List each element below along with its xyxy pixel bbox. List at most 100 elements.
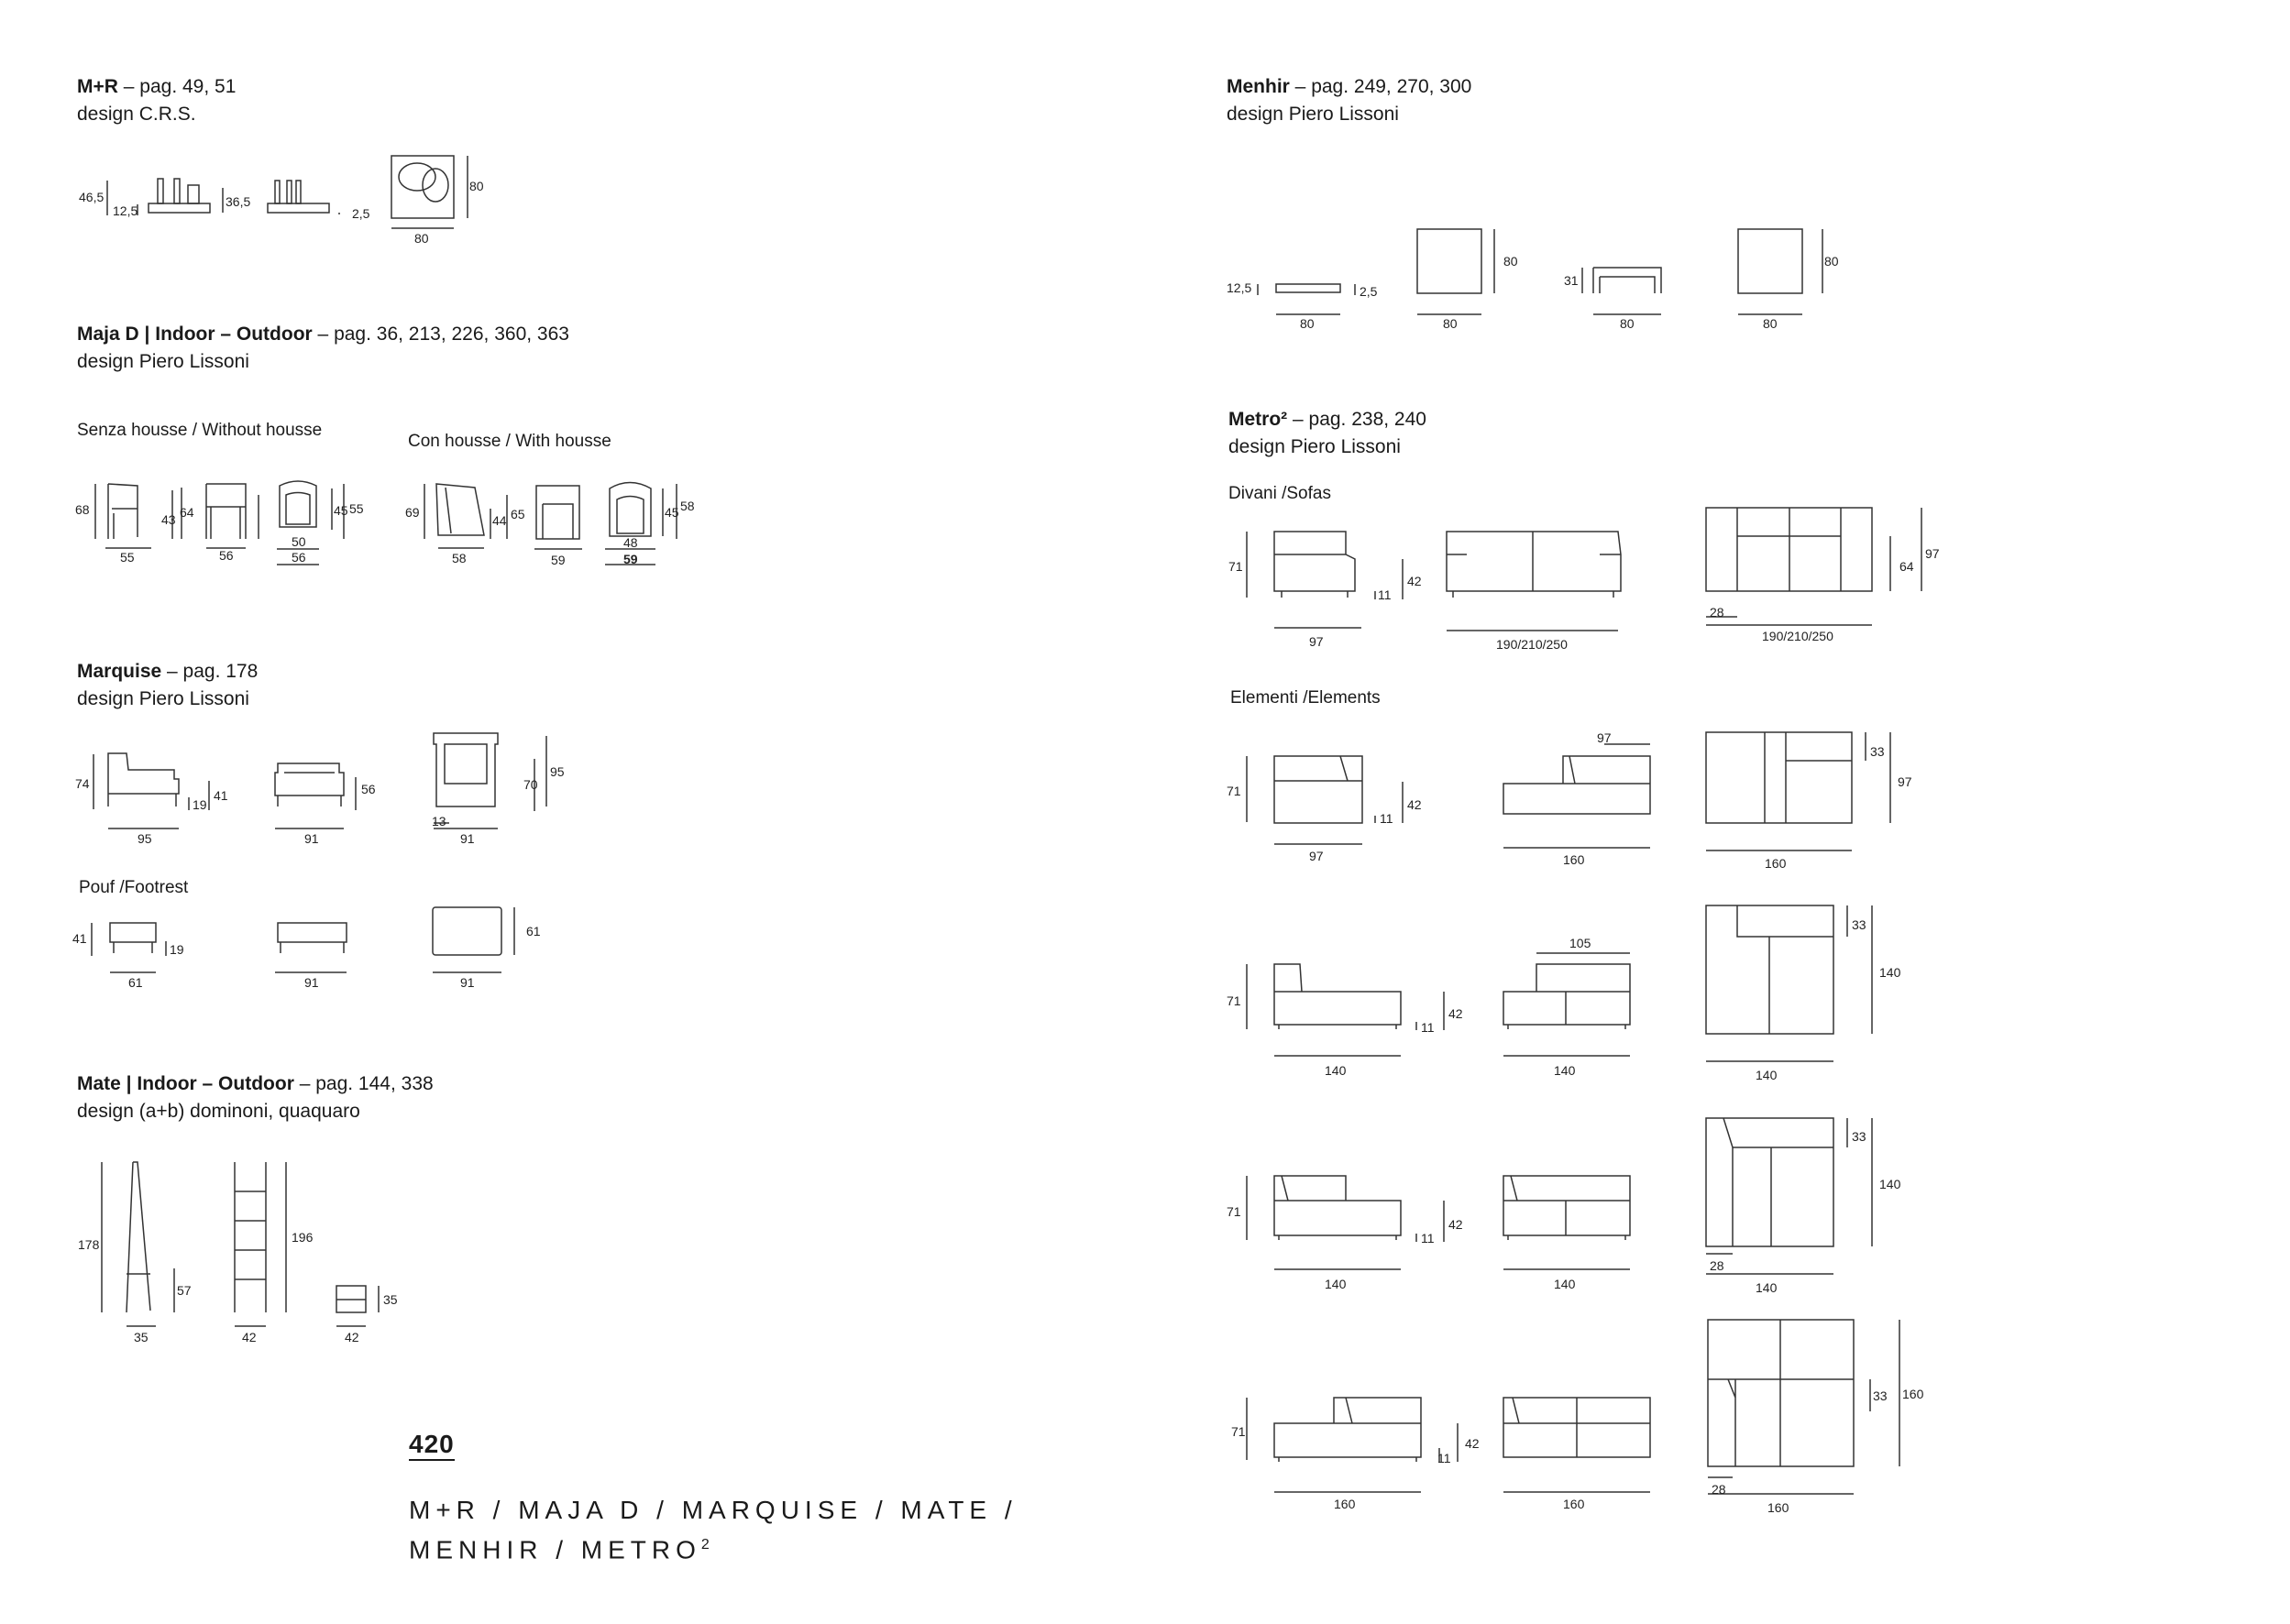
section-title-mate: Mate | Indoor – Outdoor – pag. 144, 338 [77,1073,434,1094]
dim-label: 42 [1448,1006,1463,1021]
dim-label: 160 [1563,852,1585,867]
label-elements: Elementi /Elements [1230,688,1381,708]
dim-label: 140 [1554,1063,1576,1078]
dim-label: 160 [1902,1387,1924,1401]
dim-label: 2,5 [352,206,370,221]
dim-label: 2,5 [1360,284,1378,299]
dim-label: 64 [180,505,194,520]
dim-label: 140 [1325,1277,1347,1291]
dim-label: 160 [1767,1500,1789,1515]
dim-label: 42 [1448,1217,1463,1232]
dim-label: 80 [414,231,429,246]
dim-label: 59 [551,553,566,567]
dim-label: 71 [1227,993,1241,1008]
label-sofas: Divani /Sofas [1228,484,1331,503]
dim-label: 11 [1380,811,1393,826]
dim-label: 140 [1879,1177,1901,1191]
designer-mate: design (a+b) dominoni, quaquaro [77,1101,360,1122]
dim-label: 61 [128,975,143,990]
dim-label: 80 [1503,254,1518,269]
dim-label: 58 [680,499,695,513]
dim-label: 70 [523,777,538,792]
dim-label: 28 [1710,605,1724,620]
dim-label: 160 [1765,856,1787,871]
dim-label: 80 [1300,316,1315,331]
dim-label: 35 [134,1330,149,1344]
dim-label: 45 [334,503,348,518]
dim-label: 31 [1564,273,1579,288]
dim-label: 55 [349,501,364,516]
dim-label: 13 [432,814,446,828]
dim-label: 97 [1309,849,1324,863]
dim-label: 95 [138,831,152,846]
dim-label: 160 [1334,1497,1356,1511]
dim-label: 140 [1554,1277,1576,1291]
section-title-mr: M+R – pag. 49, 51 [77,76,237,97]
dim-label: 69 [405,505,420,520]
dim-label: 68 [75,502,90,517]
dim-label: 178 [78,1237,100,1252]
label-without-housse: Senza housse / Without housse [77,421,323,440]
dim-label: 91 [460,975,475,990]
dim-label: 43 [161,512,176,527]
dim-label: 140 [1756,1280,1778,1295]
dim-label: 140 [1756,1068,1778,1082]
dim-label: 58 [452,551,467,565]
dim-label: 80 [1763,316,1778,331]
footer-line-1: M+R / MAJA D / MARQUISE / MATE / [409,1496,1018,1524]
dim-label: 74 [75,776,90,791]
footer-line-2: MENHIR / METRO2 [409,1535,710,1564]
dim-label: 28 [1710,1258,1724,1273]
dim-label: 19 [193,797,207,812]
dim-label: 56 [292,550,306,565]
dim-label: 42 [345,1330,359,1344]
dim-label: 44 [492,513,507,528]
dim-label: 42 [1407,797,1422,812]
dim-label: 80 [1443,316,1458,331]
dim-label: 140 [1325,1063,1347,1078]
dim-label: 57 [177,1283,192,1298]
dim-label: 11 [1437,1451,1451,1465]
dim-label: 61 [526,924,541,938]
dim-label: 160 [1563,1497,1585,1511]
dim-label: 91 [304,831,319,846]
section-title-maja: Maja D | Indoor – Outdoor – pag. 36, 213… [77,324,569,345]
dim-label: 28 [1712,1482,1726,1497]
dim-label: 59 [623,552,638,566]
page-number: 420 [409,1430,455,1461]
dim-label: 190/210/250 [1762,629,1833,643]
dim-label: 91 [304,975,319,990]
dim-label: 65 [511,507,525,521]
dim-label: 80 [469,179,484,193]
dim-label: 33 [1852,1129,1866,1144]
dim-label: 11 [1378,587,1392,602]
dim-label: 56 [361,782,376,796]
dim-label: 42 [242,1330,257,1344]
dim-label: 11 [1421,1231,1435,1245]
dim-label: 48 [623,535,638,550]
section-title-menhir: Menhir – pag. 249, 270, 300 [1227,76,1472,97]
dim-label: 80 [1824,254,1839,269]
dim-label: 19 [170,942,184,957]
dim-label: 97 [1597,730,1612,745]
designer-metro: design Piero Lissoni [1228,436,1401,457]
designer-marquise: design Piero Lissoni [77,688,249,709]
dim-label: 11 [1421,1020,1435,1035]
label-pouf: Pouf /Footrest [79,878,189,897]
dim-label: 140 [1879,965,1901,980]
designer-menhir: design Piero Lissoni [1227,104,1399,125]
label-with-housse: Con housse / With housse [408,432,611,451]
dim-label: 33 [1870,744,1885,759]
dim-label: 196 [292,1230,314,1245]
dim-label: 95 [550,764,565,779]
dim-label: 64 [1899,559,1914,574]
dim-label: 35 [383,1292,398,1307]
section-title-metro: Metro² – pag. 238, 240 [1228,409,1426,430]
dim-label: 190/210/250 [1496,637,1568,652]
dim-label: 33 [1852,917,1866,932]
dim-label: 55 [120,550,135,565]
dim-label: 91 [460,831,475,846]
dim-label: 36,5 [226,194,251,209]
dim-label: 97 [1309,634,1324,649]
